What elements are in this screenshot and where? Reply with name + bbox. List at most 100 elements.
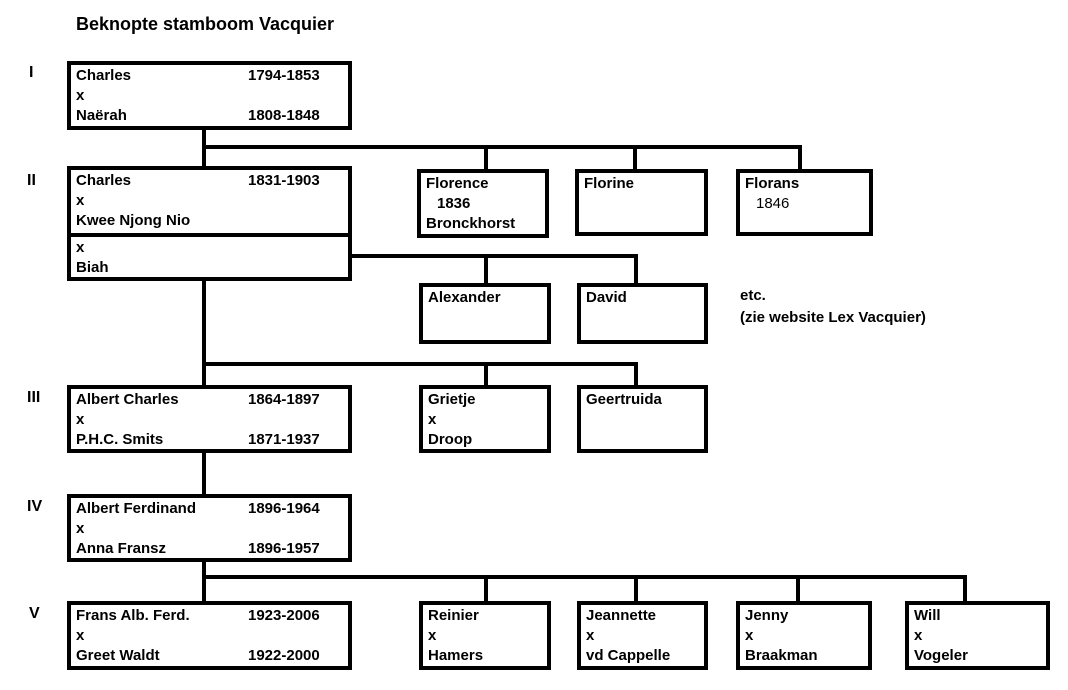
person-line: Droop [423, 430, 547, 450]
person-name: Albert Ferdinand [76, 500, 197, 517]
connector-bar-gen5 [202, 575, 967, 579]
person-line: vd Cappelle [581, 646, 704, 666]
person-box-grietje: Grietje x Droop [419, 385, 551, 453]
person-line: Greet Waldt 1922-2000 [71, 646, 348, 666]
generation-label-3: III [27, 389, 41, 406]
generation-label-4: IV [27, 498, 43, 515]
person-dates: 1846 [756, 195, 790, 212]
connector-drop-grietje [484, 362, 488, 387]
person-name: P.H.C. Smits [76, 431, 164, 448]
person-box-jeannette: Jeannette x vd Cappelle [577, 601, 708, 670]
marriage-mark: x [423, 626, 547, 646]
person-name: Alexander [428, 289, 501, 306]
person-dates: 1864-1897 [248, 391, 320, 408]
person-dates: 1922-2000 [248, 647, 320, 664]
person-name: Florine [584, 175, 635, 192]
marriage-mark: x [909, 626, 1046, 646]
connector-drop-will [963, 575, 967, 603]
person-box-frans-waldt: Frans Alb. Ferd. 1923-2006 x Greet Waldt 1… [67, 601, 352, 670]
generation-label-1: I [29, 64, 34, 81]
person-box-alexander: Alexander [419, 283, 551, 344]
person-box-florence: Florence 1836 Bronckhorst [417, 169, 549, 238]
connector-bar-gen3 [202, 362, 638, 366]
etc-note-line2: (zie website Lex Vacquier) [740, 309, 926, 326]
marriage-x: x [745, 627, 754, 644]
person-line: Braakman [740, 646, 868, 666]
generation-label-2: II [27, 172, 36, 189]
marriage-x: x [428, 411, 437, 428]
etc-note: etc. (zie website Lex Vacquier) [740, 285, 926, 329]
person-line: Grietje [423, 390, 547, 410]
marriage-x: x [76, 627, 85, 644]
person-box-geertruida: Geertruida [577, 385, 708, 453]
person-name: Geertruida [586, 391, 662, 408]
marriage-mark: x [71, 519, 348, 539]
person-dates: 1836 [437, 195, 471, 212]
connector-drop-jenny [796, 575, 800, 603]
person-name: Grietje [428, 391, 476, 408]
marriage-x: x [76, 87, 85, 104]
connector-drop-florence [484, 145, 488, 171]
person-line: Biah [71, 258, 348, 278]
person-name: Frans Alb. Ferd. [76, 607, 190, 624]
person-line: Hamers [423, 646, 547, 666]
person-dates: 1794-1853 [248, 67, 320, 84]
marriage-x: x [428, 627, 437, 644]
person-name: Will [914, 607, 941, 624]
person-line: Frans Alb. Ferd. 1923-2006 [71, 606, 348, 626]
person-box-florine: Florine [575, 169, 708, 236]
person-name: Hamers [428, 647, 484, 664]
person-line: 1846 [740, 194, 869, 214]
person-name: vd Cappelle [586, 647, 671, 664]
person-name: Biah [76, 259, 109, 276]
person-name: Naërah [76, 107, 127, 124]
person-name: Bronckhorst [426, 215, 516, 232]
connector-drop-florans [798, 145, 802, 171]
person-line: Reinier [423, 606, 547, 626]
person-box-biah: x Biah [67, 237, 352, 281]
person-dates: 1896-1957 [248, 540, 320, 557]
person-name: Vogeler [914, 647, 968, 664]
marriage-x: x [76, 520, 85, 537]
marriage-mark: x [71, 86, 348, 106]
connector-riser-gen3-gen4 [202, 451, 206, 496]
person-box-will: Will x Vogeler [905, 601, 1050, 670]
page-title: Beknopte stamboom Vacquier [76, 14, 335, 34]
person-line: Vogeler [909, 646, 1046, 666]
connector-drop-david [634, 254, 638, 285]
marriage-mark: x [740, 626, 868, 646]
person-box-florans: Florans 1846 [736, 169, 873, 236]
marriage-mark: x [71, 626, 348, 646]
connector-riser-gen2-gen3 [202, 279, 206, 387]
marriage-x: x [914, 627, 923, 644]
person-box-reinier: Reinier x Hamers [419, 601, 551, 670]
person-line: Florans [740, 174, 869, 194]
marriage-x: x [586, 627, 595, 644]
etc-note-line1: etc. [740, 287, 766, 304]
person-line: P.H.C. Smits 1871-1937 [71, 430, 348, 450]
person-box-jenny: Jenny x Braakman [736, 601, 872, 670]
person-line: Kwee Njong Nio [71, 211, 348, 231]
person-name: Reinier [428, 607, 479, 624]
person-dates: 1871-1937 [248, 431, 320, 448]
person-box-david: David [577, 283, 708, 344]
marriage-mark: x [71, 191, 348, 211]
person-name: Greet Waldt [76, 647, 160, 664]
person-name: Kwee Njong Nio [76, 212, 191, 229]
person-dates: 1923-2006 [248, 607, 320, 624]
person-line: Bronckhorst [421, 214, 545, 234]
connector-bar-gen2 [202, 145, 802, 149]
person-name: Florence [426, 175, 489, 192]
marriage-x: x [76, 239, 85, 256]
person-dates: 1831-1903 [248, 172, 320, 189]
